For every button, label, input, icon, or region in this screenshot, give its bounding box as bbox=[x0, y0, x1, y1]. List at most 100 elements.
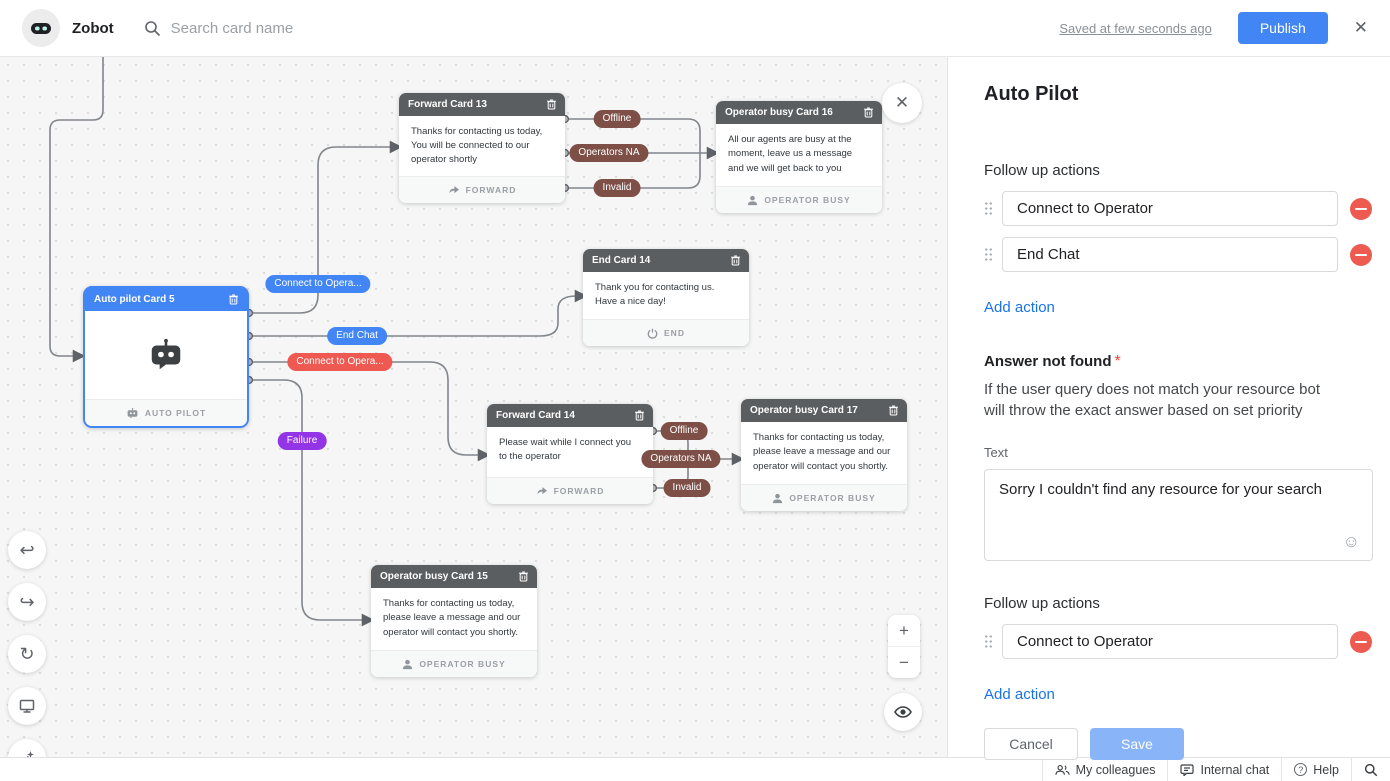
answer-text-input[interactable]: Sorry I couldn't find any resource for y… bbox=[984, 469, 1373, 561]
delete-card-icon[interactable] bbox=[547, 99, 556, 110]
card-type-label: FORWARD bbox=[553, 486, 605, 496]
sync-icon: ↻ bbox=[19, 644, 35, 664]
magic-wand-icon bbox=[26, 751, 34, 757]
card-header[interactable]: Operator busy Card 16 bbox=[716, 101, 882, 124]
card-type-label: FORWARD bbox=[465, 185, 517, 196]
delete-card-icon[interactable] bbox=[731, 255, 740, 266]
people-icon bbox=[1054, 764, 1070, 775]
preview-button[interactable] bbox=[8, 687, 46, 725]
statusbar-search-button[interactable] bbox=[1351, 758, 1390, 781]
required-asterisk: * bbox=[1114, 353, 1121, 370]
remove-action-button[interactable] bbox=[1350, 243, 1372, 266]
card-body bbox=[85, 311, 247, 399]
action-input[interactable] bbox=[1002, 624, 1338, 659]
action-input[interactable] bbox=[1002, 237, 1338, 272]
flow-card[interactable]: Auto pilot Card 5 AUTO PILOT bbox=[83, 286, 249, 428]
delete-card-icon[interactable] bbox=[864, 107, 873, 118]
statusbar-item-internal-chat[interactable]: Internal chat bbox=[1167, 758, 1281, 781]
card-body: Thanks for contacting us today, You will… bbox=[399, 116, 565, 177]
magic-wand-button[interactable] bbox=[8, 739, 46, 757]
card-title: End Card 14 bbox=[592, 255, 651, 266]
panel-title: Auto Pilot bbox=[984, 83, 1079, 105]
followup-action-row bbox=[984, 624, 1372, 659]
answer-not-found-description: If the user query does not match your re… bbox=[984, 381, 1321, 419]
undo-icon: ↩ bbox=[19, 540, 35, 560]
statusbar-item-help[interactable]: ?Help bbox=[1281, 758, 1351, 781]
card-body: Thanks for contacting us today, please l… bbox=[371, 588, 537, 650]
card-type-footer: FORWARD bbox=[487, 477, 653, 504]
delete-card-icon[interactable] bbox=[229, 294, 238, 305]
answer-not-found-label: Answer not found bbox=[984, 353, 1112, 370]
card-search-input[interactable] bbox=[170, 19, 471, 37]
delete-card-icon[interactable] bbox=[635, 410, 644, 421]
flow-canvas[interactable]: Forward Card 13 Thanks for contacting us … bbox=[0, 57, 947, 757]
help-icon: ? bbox=[1294, 763, 1308, 776]
text-field-label: Text bbox=[984, 445, 1008, 460]
flow-card[interactable]: End Card 14 Thank you for contacting us. … bbox=[583, 249, 749, 346]
drag-handle-icon[interactable] bbox=[984, 201, 993, 216]
followup-actions-label-2: Follow up actions bbox=[984, 595, 1100, 612]
card-type-footer: END bbox=[583, 319, 749, 346]
card-title: Operator busy Card 17 bbox=[750, 405, 858, 416]
add-action-link-1[interactable]: Add action bbox=[984, 299, 1055, 316]
card-type-footer: OPERATOR BUSY bbox=[741, 484, 907, 511]
eye-icon bbox=[894, 706, 912, 718]
edge-autopilot-forward13 bbox=[249, 140, 403, 314]
card-header[interactable]: Operator busy Card 15 bbox=[371, 565, 537, 588]
card-header[interactable]: Forward Card 13 bbox=[399, 93, 565, 116]
card-body: Thank you for contacting us. Have a nice… bbox=[583, 272, 749, 319]
emoji-picker-icon[interactable]: ☺ bbox=[1342, 532, 1360, 551]
search-icon bbox=[1364, 763, 1378, 776]
forward-icon bbox=[537, 487, 547, 495]
zobot-logo-icon bbox=[22, 9, 60, 47]
card-title: Auto pilot Card 5 bbox=[94, 294, 175, 305]
drag-handle-icon[interactable] bbox=[984, 247, 993, 262]
saved-status[interactable]: Saved at few seconds ago bbox=[1059, 20, 1212, 36]
card-header[interactable]: Auto pilot Card 5 bbox=[85, 288, 247, 311]
redo-button[interactable]: ↪ bbox=[8, 583, 46, 621]
chat-icon bbox=[1180, 763, 1195, 776]
card-message-text: All our agents are busy at the moment, l… bbox=[728, 134, 853, 174]
delete-card-icon[interactable] bbox=[519, 571, 528, 582]
zoom-out-button[interactable]: − bbox=[888, 647, 920, 678]
delete-card-icon[interactable] bbox=[889, 405, 898, 416]
canvas-close-icon[interactable]: ✕ bbox=[882, 83, 922, 123]
edge-label-pill: Invalid bbox=[593, 179, 641, 197]
flow-card[interactable]: Forward Card 13 Thanks for contacting us … bbox=[399, 93, 565, 203]
card-type-footer: OPERATOR BUSY bbox=[716, 186, 882, 213]
close-builder-icon[interactable]: ✕ bbox=[1353, 18, 1368, 37]
card-type-label: AUTO PILOT bbox=[144, 408, 207, 418]
flow-card[interactable]: Operator busy Card 15 Thanks for contacti… bbox=[371, 565, 537, 677]
cancel-button[interactable]: Cancel bbox=[984, 728, 1078, 760]
card-title: Operator busy Card 15 bbox=[380, 571, 488, 582]
card-type-footer: OPERATOR BUSY bbox=[371, 650, 537, 677]
card-message-text: Thanks for contacting us today, You will… bbox=[411, 125, 543, 166]
remove-action-button[interactable] bbox=[1350, 630, 1372, 653]
preview-eye-button[interactable] bbox=[884, 693, 922, 731]
followup-action-row bbox=[984, 237, 1372, 272]
publish-button[interactable]: Publish bbox=[1237, 12, 1328, 44]
power-icon bbox=[647, 328, 658, 339]
add-action-link-2[interactable]: Add action bbox=[984, 686, 1055, 703]
undo-button[interactable]: ↩ bbox=[8, 531, 46, 569]
card-header[interactable]: Forward Card 14 bbox=[487, 404, 653, 427]
save-button[interactable]: Save bbox=[1090, 728, 1184, 760]
statusbar-item-label: Internal chat bbox=[1200, 762, 1270, 777]
action-input[interactable] bbox=[1002, 191, 1338, 226]
card-type-label: OPERATOR BUSY bbox=[764, 195, 851, 205]
card-type-footer: FORWARD bbox=[399, 176, 565, 203]
card-header[interactable]: Operator busy Card 17 bbox=[741, 399, 907, 422]
zoom-in-button[interactable]: + bbox=[888, 615, 920, 646]
drag-handle-icon[interactable] bbox=[984, 634, 993, 649]
edge-label-pill: End Chat bbox=[327, 327, 387, 345]
sync-button[interactable]: ↻ bbox=[8, 635, 46, 673]
search-icon bbox=[144, 20, 160, 36]
card-message-text: Thanks for contacting us today, please l… bbox=[383, 598, 521, 638]
status-bar: My colleagues Internal chat ?Help bbox=[0, 757, 1390, 781]
card-header[interactable]: End Card 14 bbox=[583, 249, 749, 272]
statusbar-item-my-colleagues[interactable]: My colleagues bbox=[1041, 758, 1168, 781]
remove-action-button[interactable] bbox=[1350, 197, 1372, 220]
flow-card[interactable]: Operator busy Card 16 All our agents are … bbox=[716, 101, 882, 213]
